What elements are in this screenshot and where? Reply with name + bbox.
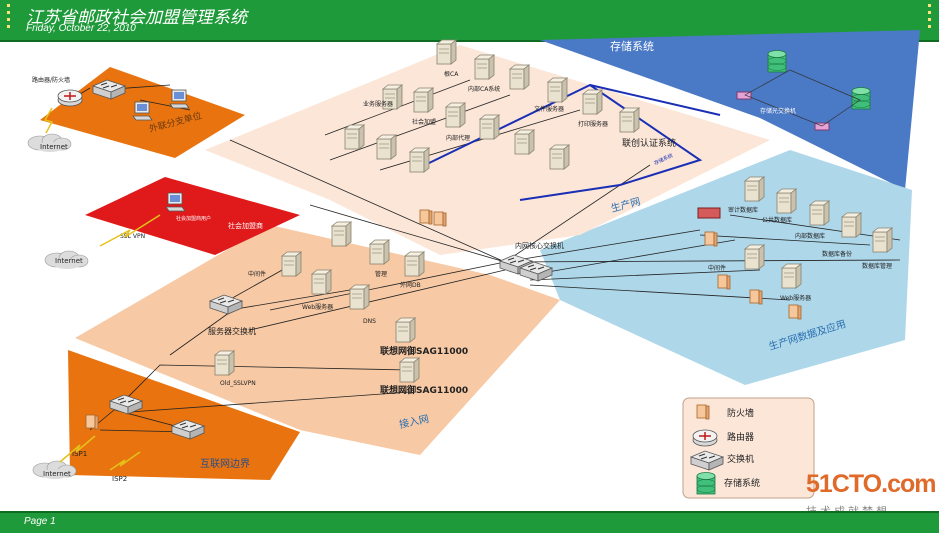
san-switch-icon-2 [814,122,830,131]
firewall-icon-2 [433,211,447,227]
firewall-icon-4 [717,274,731,290]
label-sag-1: 联想网御SAG11000 [380,345,468,357]
label-zone-red: 社会加盟商 [228,221,263,230]
firewall-icon-6 [788,304,802,320]
label-red-pc: 社会加盟商用户 [176,215,211,222]
label-mid: 中间件 [248,270,266,278]
firewall-icon-1 [419,209,433,225]
label-db-backup: 数据库备份 [822,250,852,258]
label-zone-storage: 存储系统 [610,39,654,53]
legend-box [682,397,815,499]
label-web-server2: Web服务器 [780,294,811,302]
router-icon-branch [57,89,83,107]
label-web-server: Web服务器 [302,303,333,311]
label-mid2: 中间件 [708,264,726,272]
label-inner-db: 内部数据库 [795,232,825,240]
label-file-server: 文件服务器 [534,105,564,113]
printer-icon-branch [169,89,190,109]
header-bar: 江苏省邮政社会加盟管理系统 Friday, October 22, 2010 [0,0,939,42]
page-title: 江苏省邮政社会加盟管理系统 [26,8,247,28]
firewall-icon-7 [85,414,99,430]
label-isp1: ISP1 [72,450,87,458]
label-inner-proxy: 内部代理 [446,134,470,142]
label-social-join: 社会加盟 [412,118,436,126]
storage-links [424,83,721,201]
label-zone-internet-edge: 互联网边界 [200,458,250,470]
page-date: Friday, October 22, 2010 [26,23,136,34]
label-san-switch: 存储光交换机 [760,107,796,115]
label-sag-2: 联想网御SAG11000 [380,384,468,396]
storage-array-icon-2 [851,87,871,110]
audit-device-icon [697,207,721,219]
label-print-server: 打印服务器 [578,120,608,128]
label-isp2: ISP2 [112,475,127,483]
label-ssl-vpn: SSL VPN [120,233,145,240]
legend-router-icon [692,429,718,447]
label-biz-server: 业务服务器 [363,100,393,108]
page-number: Page 1 [24,516,56,527]
pc-icon-red [165,192,186,212]
pc-icon-branch [132,101,153,121]
label-internet-1: Internet [40,143,68,151]
firewall-icon-5 [749,289,763,305]
zone-storage [540,30,920,190]
zone-internet-edge [68,350,300,480]
label-dns: DNS [363,318,376,325]
label-core-switch: 内网核心交换机 [515,241,564,250]
footer-bar: Page 1 [0,511,939,533]
label-old-sslvpn: Old_SSLVPN [220,380,256,387]
legend-switch-label: 交换机 [727,453,754,465]
header-dots-left [7,4,11,34]
watermark-brand: 51CTO.com [806,470,936,498]
san-switch-icon [736,91,752,100]
label-db-mgmt: 数据库管理 [862,262,892,270]
zone-production [205,45,770,255]
label-public-db: 公共数据库 [762,216,792,224]
label-internet-3: Internet [43,470,71,478]
legend-firewall-icon [696,404,710,420]
zone-access [75,225,560,455]
legend-firewall-label: 防火墙 [727,407,754,419]
label-ca-root: 根CA [444,70,459,78]
label-ca-inner: 内部CA系统 [468,85,500,93]
label-internet-2: Internet [55,257,83,265]
storage-array-icon [767,50,787,73]
label-unicert: 联创认证系统 [622,137,676,149]
label-router-fw: 路由器/防火墙 [32,76,70,84]
legend-router-label: 路由器 [727,431,754,443]
label-ext-db: 外网DB [400,281,421,289]
label-audit-db: 审计数据库 [728,206,758,214]
header-dots-right [928,4,932,34]
legend-storage-label: 存储系统 [724,477,760,489]
firewall-icon-3 [704,231,718,247]
label-server-switch: 服务器交换机 [208,326,256,336]
zone-red [85,177,300,255]
legend-storage-icon [696,472,716,495]
label-mgmt: 管理 [375,270,387,278]
